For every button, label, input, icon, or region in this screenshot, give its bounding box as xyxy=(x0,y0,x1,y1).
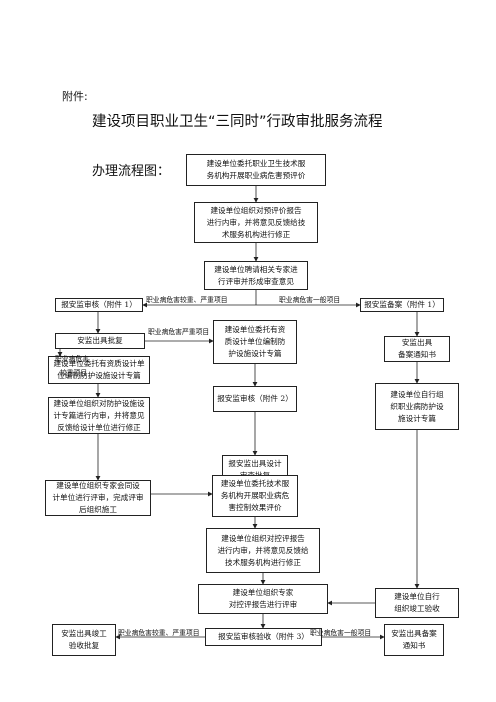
branch-label-heavy-a: 职业病危害 xyxy=(55,355,89,363)
branch-label-severe: 职业病危害严重项目 xyxy=(148,328,210,336)
branch-label-general-2: 职业病危害一般项目 xyxy=(310,629,372,637)
page-title: 建设项目职业卫生“三同时”行政审批服务流程 xyxy=(92,114,383,130)
step-commission-design-mid: 建设单位委托有资 质设计单位编制防 护设施设计专篇 xyxy=(213,320,297,364)
step-commission-pre-evaluation: 建设单位委托职业卫生技术服 务机构开展职业病危害预评价 xyxy=(186,154,326,186)
step-internal-review-design: 建设单位组织对防护设施设 计专篇进行内审，并将意见 反馈给设计单位进行修正 xyxy=(48,397,150,434)
step-completion-approval: 安监出具竣工 验收批复 xyxy=(52,624,116,656)
step-expert-review-control: 建设单位组织专家 对控评报告进行评审 xyxy=(198,584,328,614)
attachment-label: 附件: xyxy=(62,90,88,103)
step-control-effect-evaluation: 建设单位委托技术服 务机构开展职业病危 害控制效果评价 xyxy=(212,475,298,517)
step-self-acceptance: 建设单位自行 组织竣工验收 xyxy=(375,588,459,618)
flowchart-label: 办理流程图： xyxy=(92,164,171,179)
step-filing-notice-final: 安监出具备案 通知书 xyxy=(384,624,444,656)
step-submit-approval-1: 报安监审核（附件 1） xyxy=(55,298,143,312)
step-internal-review-pre-evaluation: 建设单位组织对预评价报告 进行内审，并将意见反馈给技 术服务机构进行修正 xyxy=(194,202,318,243)
branch-label-heavy-b: 较重项目 xyxy=(60,369,88,377)
step-expert-review-design: 建设单位组织专家会同设 计单位进行评审，完成评审 后组织施工 xyxy=(45,480,151,516)
step-expert-review: 建设单位聘请相关专家进 行评审并形成审查意见 xyxy=(204,261,308,290)
step-submit-filing-1: 报安监备案（附件 1） xyxy=(360,298,444,312)
step-self-design: 建设单位自行组 织职业病防护设 施设计专篇 xyxy=(375,383,459,430)
branch-label-serious-2: 职业病危害较重、严重项目 xyxy=(118,629,200,637)
step-filing-notice: 安监出具 备案通知书 xyxy=(384,336,450,362)
step-safety-approval: 安监出具批复 xyxy=(55,333,145,349)
step-submit-acceptance-3: 报安监审核验收（附件 3） xyxy=(205,628,322,646)
step-internal-review-control: 建设单位组织对控评报告 进行内审，并将意见反馈给 技术服务机构进行修正 xyxy=(206,528,320,573)
step-commission-design-left: 建设单位委托有资质设计单 位编制防护设施设计专篇 xyxy=(48,356,150,384)
step-submit-approval-2: 报安监审核（附件 2） xyxy=(213,386,297,412)
branch-label-general-1: 职业病危害一般项目 xyxy=(279,296,341,304)
branch-label-serious-1: 职业病危害较重、严重项目 xyxy=(146,296,228,304)
